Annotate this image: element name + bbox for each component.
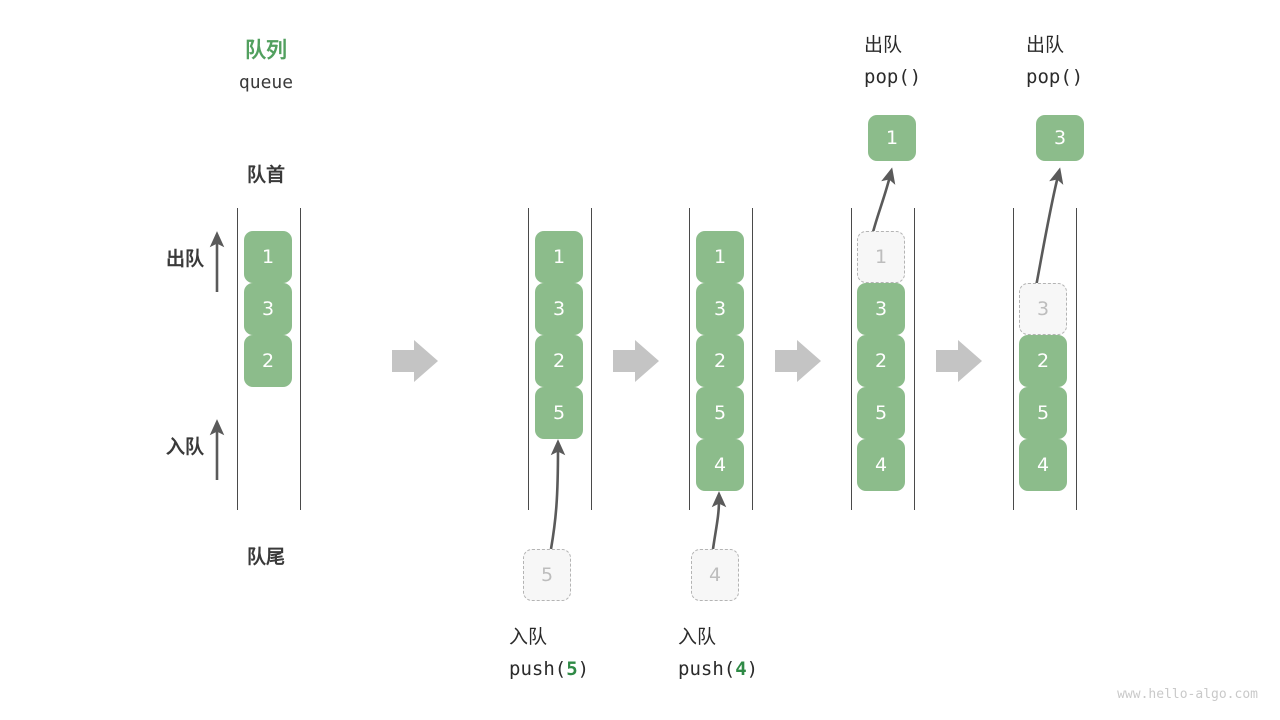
queue-cell: 2 xyxy=(535,335,583,387)
pop-3-arrow xyxy=(1033,167,1064,293)
push-5-arrow xyxy=(549,439,566,550)
queue-cell: 3 xyxy=(244,283,292,335)
queue-rail-left xyxy=(851,208,852,510)
queue-cell: 2 xyxy=(696,335,744,387)
queue-cell: 3 xyxy=(857,283,905,335)
transition-arrow-2 xyxy=(613,340,659,382)
operation-label-cn: 入队 xyxy=(678,626,717,648)
queue-cell: 1 xyxy=(696,231,744,283)
queue-cell: 2 xyxy=(857,335,905,387)
queue-cell: 4 xyxy=(696,439,744,491)
operation-code-pre: push( xyxy=(678,658,736,680)
popped-element: 3 xyxy=(1036,115,1084,161)
queue-cell: 5 xyxy=(535,387,583,439)
operation-label-cn: 入队 xyxy=(509,626,548,648)
transition-arrow-4 xyxy=(936,340,982,382)
queue-cell: 3 xyxy=(535,283,583,335)
queue-cell: 2 xyxy=(244,335,292,387)
queue-rail-right xyxy=(914,208,915,510)
queue-cell: 5 xyxy=(857,387,905,439)
operation-code-value: 4 xyxy=(735,658,747,680)
queue-rail-right xyxy=(591,208,592,510)
queue-cell: 5 xyxy=(696,387,744,439)
rear-label: 队尾 xyxy=(246,546,285,568)
transition-arrow-1 xyxy=(392,340,438,382)
dequeue-label: 出队 xyxy=(165,248,204,270)
pop-label-code: pop() xyxy=(1026,66,1084,88)
operation-code-value: 5 xyxy=(566,658,578,680)
operation-code-post: ) xyxy=(577,658,590,680)
watermark: www.hello-algo.com xyxy=(1117,687,1258,702)
queue-cell: 1 xyxy=(535,231,583,283)
push-4-arrow xyxy=(711,491,727,550)
queue-cell: 4 xyxy=(1019,439,1067,491)
pop-label-cn: 出队 xyxy=(864,34,903,56)
queue-cell-removed: 1 xyxy=(857,231,905,283)
queue-rail-left xyxy=(528,208,529,510)
queue-cell: 5 xyxy=(1019,387,1067,439)
incoming-element: 5 xyxy=(523,549,571,601)
queue-rail-left xyxy=(689,208,690,510)
operation-code-pre: push( xyxy=(509,658,567,680)
operation-label-code: push(4) xyxy=(678,658,758,680)
queue-rail-right xyxy=(1076,208,1077,510)
page-title: 队列 xyxy=(245,38,287,62)
incoming-element: 4 xyxy=(691,549,739,601)
queue-cell: 4 xyxy=(857,439,905,491)
queue-rail-right xyxy=(300,208,301,510)
page-subtitle: queue xyxy=(238,72,294,93)
transition-arrow-3 xyxy=(775,340,821,382)
pop-label-code: pop() xyxy=(864,66,922,88)
queue-rail-left xyxy=(237,208,238,510)
pop-label-cn: 出队 xyxy=(1026,34,1065,56)
queue-cell: 2 xyxy=(1019,335,1067,387)
front-label: 队首 xyxy=(246,164,285,186)
operation-label-code: push(5) xyxy=(509,658,589,680)
enqueue-label: 入队 xyxy=(165,436,204,458)
queue-cell: 1 xyxy=(244,231,292,283)
popped-element: 1 xyxy=(868,115,916,161)
queue-cell-removed: 3 xyxy=(1019,283,1067,335)
queue-rail-left xyxy=(1013,208,1014,510)
operation-code-post: ) xyxy=(746,658,759,680)
queue-cell: 3 xyxy=(696,283,744,335)
queue-rail-right xyxy=(752,208,753,510)
